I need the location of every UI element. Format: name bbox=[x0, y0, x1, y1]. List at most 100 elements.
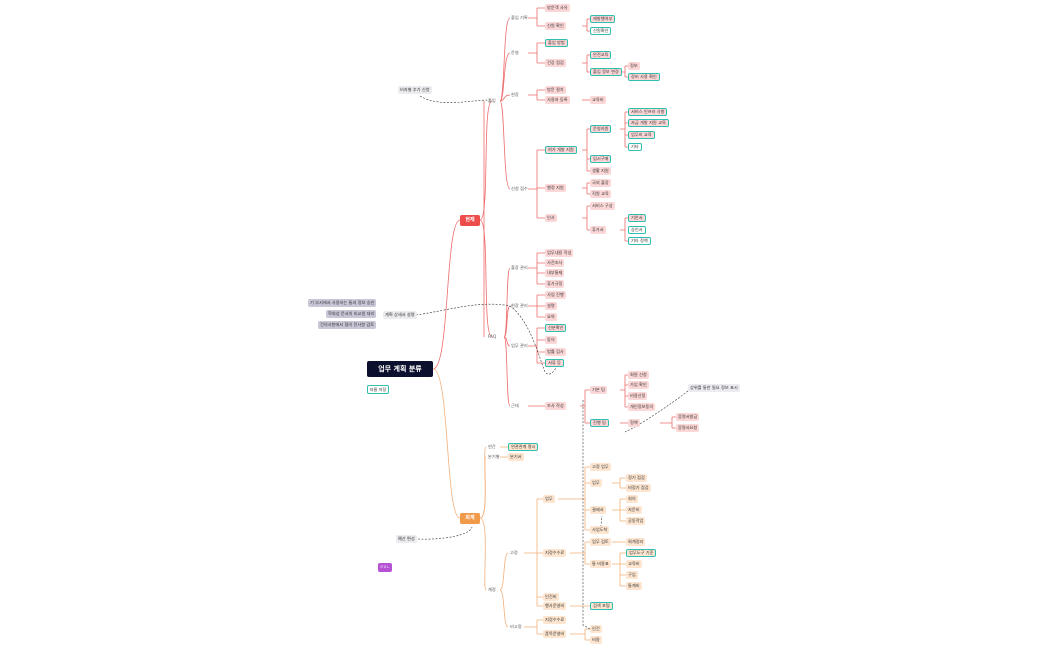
topic-l5[interactable]: 서비스 인프라 사항 bbox=[628, 108, 668, 116]
topic-l3[interactable]: 방문 절차 bbox=[545, 86, 566, 94]
topic-l5[interactable]: 기타 bbox=[628, 143, 642, 151]
topic-l3[interactable]: 서류 등 bbox=[545, 359, 564, 367]
topic-l5[interactable]: 승인서 bbox=[628, 226, 646, 234]
topic-l3[interactable]: 사업 진행 bbox=[545, 291, 566, 299]
topic-l5[interactable]: 기타 정책 bbox=[628, 237, 651, 245]
topic-l5[interactable]: 자문비 bbox=[626, 506, 642, 514]
topic-l2[interactable]: 업무 관리 bbox=[511, 343, 528, 348]
topic-l2[interactable]: 출장 관리 bbox=[511, 265, 528, 270]
topic-l3[interactable]: 신원 확인 bbox=[545, 22, 566, 30]
topic-l4[interactable]: 재발행여부 bbox=[590, 15, 616, 23]
topic-l1[interactable]: 출입 bbox=[488, 98, 496, 103]
topic-l5[interactable]: 기안서 bbox=[628, 214, 646, 222]
topic-l3[interactable]: 사전조사 bbox=[545, 259, 565, 267]
topic-l4[interactable]: 결제서 bbox=[590, 506, 606, 514]
topic-l4[interactable]: 국외 출장 bbox=[590, 179, 611, 187]
topic-l2[interactable]: 현장 bbox=[511, 92, 519, 97]
topic-l3[interactable]: 업무내용 작성 bbox=[545, 249, 574, 257]
topic-l4[interactable]: 업무 bbox=[590, 479, 602, 487]
topic-l4[interactable]: 검색 포털 bbox=[590, 602, 613, 610]
topic-l3[interactable]: 행사운영비 bbox=[543, 602, 567, 610]
floating-note[interactable]: 기 부서에서 사용자는 통과 정보 승인 bbox=[308, 299, 377, 307]
topic-l5[interactable]: 회의 bbox=[626, 495, 638, 503]
topic-l2[interactable]: 근태 bbox=[511, 403, 519, 408]
floating-note[interactable]: 비자별 추가 신청 bbox=[398, 86, 432, 94]
topic-l3[interactable]: 건강 점검 bbox=[545, 59, 566, 67]
topic-l5[interactable]: 회원 신청 bbox=[628, 371, 649, 379]
main-topic-future[interactable]: 회계 bbox=[460, 513, 480, 524]
topic-l4[interactable]: 비용 bbox=[590, 636, 602, 644]
topic-l5[interactable]: 구입 bbox=[626, 571, 638, 579]
topic-l2[interactable]: 비고정 bbox=[510, 624, 522, 629]
topic-l4[interactable]: 고정 업무 bbox=[590, 463, 611, 471]
topic-l2[interactable]: 현장 관리 bbox=[511, 303, 528, 308]
topic-l4[interactable]: 인건 bbox=[590, 625, 602, 633]
topic-l1[interactable]: 분기별 bbox=[488, 454, 500, 459]
topic-l5[interactable]: 가입 확인 bbox=[628, 381, 649, 389]
topic-l5[interactable]: 장비 사용 확인 bbox=[628, 73, 660, 81]
floating-note[interactable]: 예산 편성 bbox=[396, 535, 417, 543]
topic-l5[interactable]: 자금 개발 지원 교육 bbox=[628, 119, 669, 127]
topic-l5[interactable]: 교육비 bbox=[626, 560, 642, 568]
topic-l1[interactable]: 계정 bbox=[488, 587, 496, 592]
topic-l4[interactable]: 직원 교육 bbox=[590, 190, 611, 198]
topic-l4[interactable]: 안전교육 bbox=[590, 51, 612, 59]
topic-l1[interactable]: FAQ bbox=[488, 334, 497, 339]
floating-note[interactable]: 학회성 문서의 비교원 대리 bbox=[326, 310, 377, 318]
topic-l3[interactable]: 행정 지원 bbox=[545, 184, 566, 192]
topic-l3[interactable]: 신분확인 bbox=[545, 324, 567, 332]
topic-l2[interactable]: 신청 접수 bbox=[511, 186, 528, 191]
topic-l4[interactable]: 기본 팀 bbox=[590, 386, 607, 394]
topic-l5[interactable]: 증명서발급 bbox=[676, 413, 700, 421]
topic-l3[interactable]: 내부통제 bbox=[545, 269, 565, 277]
topic-l4[interactable]: 진행 팀 bbox=[590, 419, 609, 427]
topic-l1[interactable]: 연간 bbox=[488, 444, 496, 449]
topic-l5[interactable]: 회계정리 bbox=[626, 538, 646, 546]
topic-l2[interactable]: 분기서 bbox=[508, 453, 524, 461]
topic-l5[interactable]: 통계비 bbox=[626, 582, 642, 590]
topic-l5[interactable]: 개인정보동의 bbox=[628, 403, 656, 411]
topic-l4[interactable]: 통 비용표 bbox=[590, 560, 611, 568]
topic-l3[interactable]: 품목운영비 bbox=[543, 630, 567, 638]
topic-l4[interactable]: 신원확인 bbox=[590, 27, 612, 35]
main-topic-current[interactable]: 현재 bbox=[460, 215, 480, 226]
topic-l3[interactable]: 사용자 등록 bbox=[545, 96, 570, 104]
topic-l4[interactable]: 휴가서 bbox=[590, 226, 606, 234]
topic-l4[interactable]: 업무 검토 bbox=[590, 538, 611, 546]
topic-l4[interactable]: 서비스 구성 bbox=[590, 202, 615, 210]
root-node[interactable]: 업무 계획 분류 bbox=[367, 361, 433, 377]
topic-l3[interactable]: 여가 개발 지원 bbox=[545, 146, 577, 154]
topic-l5[interactable]: 정보 bbox=[628, 62, 640, 70]
topic-l3[interactable]: 업무 bbox=[543, 495, 555, 503]
topic-l3[interactable]: 요약 bbox=[545, 313, 557, 321]
topic-l5[interactable]: 업무도구 기준 bbox=[626, 549, 657, 557]
topic-l4[interactable]: 생활 지원 bbox=[590, 167, 611, 175]
topic-l4[interactable]: 출입 정보 변경 bbox=[590, 68, 622, 76]
topic-l3[interactable]: 방문객 사유 bbox=[545, 4, 570, 12]
topic-l5[interactable]: 비정기 점검 bbox=[626, 484, 651, 492]
topic-l3[interactable]: 지정수수료 bbox=[543, 616, 567, 624]
topic-l5[interactable]: 공동작업 bbox=[626, 517, 646, 525]
topic-l3[interactable]: 인건비 bbox=[543, 593, 559, 601]
topic-l4[interactable]: 운영지원 bbox=[590, 125, 612, 133]
topic-l3[interactable]: 휴가규정 bbox=[545, 280, 565, 288]
topic-l5[interactable]: 비용산정 bbox=[628, 392, 648, 400]
topic-l5[interactable]: 업무비 교육 bbox=[628, 131, 655, 139]
topic-l3[interactable]: 출입 방법 bbox=[545, 39, 568, 47]
topic-l3[interactable]: 설명 bbox=[545, 302, 557, 310]
topic-l4[interactable]: 사업도착 bbox=[590, 526, 610, 534]
topic-l4[interactable]: 임시구매 bbox=[590, 155, 612, 163]
topic-l3[interactable]: 동의 bbox=[545, 336, 557, 344]
topic-l2[interactable]: 출입 기록 bbox=[511, 15, 528, 20]
floating-note[interactable]: 건의사항에서 협의 전사항 검토 bbox=[318, 321, 377, 329]
topic-l4[interactable]: 교육비 bbox=[590, 96, 606, 104]
topic-l5[interactable]: 증명서요청 bbox=[676, 424, 700, 432]
topic-l5[interactable]: 정책 bbox=[628, 419, 640, 427]
floating-note[interactable]: 계획 상세서 설명 bbox=[383, 311, 417, 319]
topic-l2[interactable]: 고정 bbox=[510, 550, 518, 555]
topic-l3[interactable]: 인사 bbox=[545, 214, 557, 222]
topic-l2[interactable]: 운영 bbox=[511, 50, 519, 55]
root-note[interactable]: 자율 저장 bbox=[367, 385, 389, 394]
topic-l2[interactable]: 연관관계 명시 bbox=[508, 443, 539, 451]
topic-l3[interactable]: 법률 검사 bbox=[545, 348, 566, 356]
